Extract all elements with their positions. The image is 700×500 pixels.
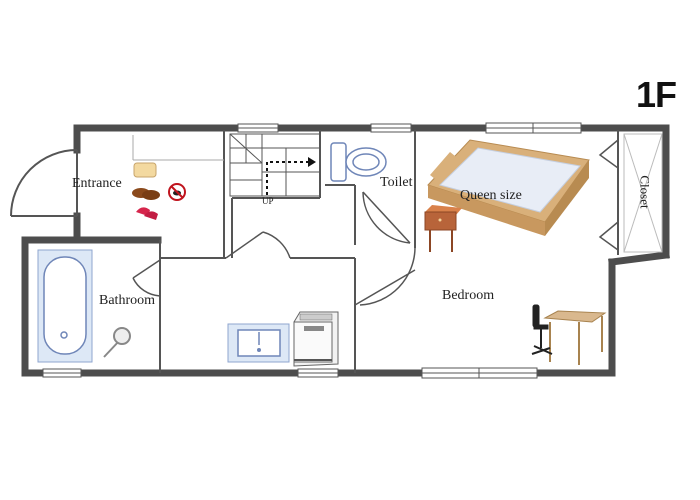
hall-door — [225, 231, 291, 259]
desk-icon — [543, 310, 607, 365]
bathtub-icon — [37, 249, 93, 363]
windows — [42, 122, 582, 379]
sink-icon — [227, 323, 290, 363]
shoes-icon — [132, 162, 160, 220]
stairs-arrow-head — [308, 157, 316, 167]
room-label-bedroom: Bedroom — [442, 288, 495, 303]
room-label-bathroom: Bathroom — [99, 293, 155, 308]
floor-label: 1F — [636, 74, 677, 115]
stairs-arrow — [266, 161, 308, 195]
room-label-toilet: Toilet — [380, 175, 413, 190]
stairs — [229, 133, 321, 197]
genkan-step — [132, 135, 224, 161]
room-label-entrance: Entrance — [72, 176, 122, 191]
nightstand-icon — [424, 205, 462, 252]
closet-doors — [598, 139, 619, 251]
shower-head-icon — [103, 327, 131, 358]
stairs-label: UP — [262, 196, 274, 206]
closet-shelf — [623, 133, 663, 253]
washing-machine-icon — [293, 311, 339, 367]
interior-walls — [159, 130, 619, 373]
bathroom-door — [132, 259, 161, 297]
bedroom-door — [354, 247, 416, 306]
room-label-closet: Closet — [637, 175, 653, 209]
entrance-door — [10, 149, 78, 217]
toilet-door — [362, 191, 411, 244]
bed-label: Queen size — [460, 188, 522, 203]
toilet-icon — [330, 142, 387, 182]
no-shoes-icon — [168, 183, 186, 201]
office-chair-icon — [531, 304, 553, 355]
queen-bed-icon — [427, 139, 590, 236]
